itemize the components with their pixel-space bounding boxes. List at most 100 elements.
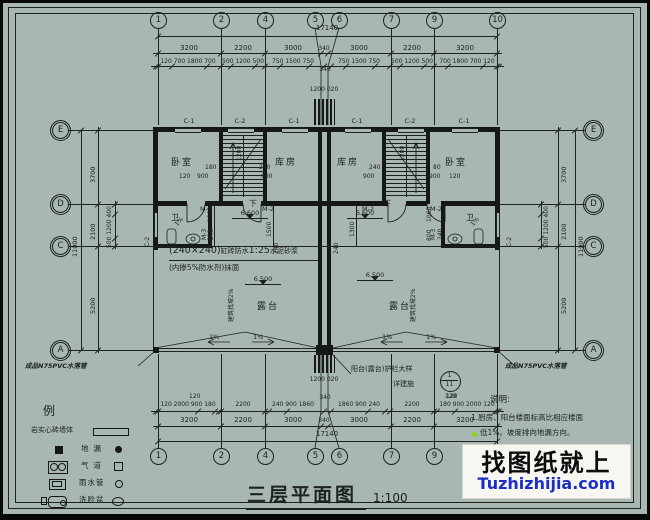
dim-left-3700: 3700 <box>89 166 97 183</box>
interior-wall <box>382 130 386 204</box>
annotation-ratio: 1:25 <box>248 245 270 256</box>
grid-line <box>497 354 498 448</box>
grid-bubble-bottom-9: 9 <box>426 448 443 465</box>
dim-top-sub-4: 340 <box>319 66 331 73</box>
terrace-edge-line <box>153 246 500 247</box>
grid-line <box>500 350 585 351</box>
grid-bubble-right-A: A <box>582 339 605 362</box>
grid-line <box>221 28 222 125</box>
stove-icon <box>49 479 66 490</box>
dim-line <box>151 66 504 67</box>
grid-line <box>265 28 266 125</box>
green-dot <box>472 432 477 437</box>
sink-icon <box>48 461 68 474</box>
grid-line <box>158 354 159 448</box>
slope-1pct-label: 1% <box>426 333 437 341</box>
dim-left-sub: 500 1200 400 <box>106 206 113 248</box>
downspout-label-left: 成品N75PVC水落管 <box>25 362 87 370</box>
interior-wall <box>263 130 267 204</box>
air-duct-icon <box>114 462 123 471</box>
level-marker-6600: 6.600 <box>347 209 383 238</box>
grid-bubble-left-E: E <box>49 119 72 142</box>
dim-bottom-main-3: 3000 <box>284 416 302 424</box>
window-c2 <box>228 128 254 133</box>
drawing-sheet: 1 2 4 5 6 7 9 10 17140 3200 2200 3000 34… <box>3 3 647 514</box>
terrace-slope-label: 建筑找坡2% <box>228 288 235 322</box>
dim-line <box>151 411 504 412</box>
grid-line <box>500 246 585 247</box>
inner-dim-900: 900 <box>197 173 209 180</box>
door-label-m2: M-2 <box>200 205 213 213</box>
grid-line <box>221 354 222 448</box>
grid-line <box>69 246 153 247</box>
parapet-post <box>316 345 333 355</box>
annotation-mortar: (240×240)缸砖防水1:25水泥砂浆 <box>169 245 298 256</box>
dim-line <box>115 201 116 249</box>
exterior-wall-east <box>495 127 500 250</box>
room-label-bedroom-right: 卧室 <box>445 158 468 168</box>
bathroom-wall <box>208 201 212 248</box>
legend-wall-label: 岩实心砖墙体 <box>31 426 73 434</box>
grid-bubble-top-1: 1 <box>150 12 167 29</box>
watermark: 找图纸就上 Tuzhizhijia.com <box>463 445 630 498</box>
dim-bottom-sub-1: 120 2000 900 180 <box>160 401 216 408</box>
dim-left-2100: 2100 <box>89 223 97 240</box>
inner-dim-120: 120 <box>179 173 191 180</box>
inner-dim-240: 240 <box>369 164 381 171</box>
notes-line-2: 低1%。坡度排向地漏方向。 <box>480 428 575 437</box>
dim-bottom-sub-5: 1860 900 240 <box>338 401 380 408</box>
dim-small-120: 120 <box>446 393 458 400</box>
exterior-wall-north <box>153 127 500 132</box>
inner-dim-900: 900 <box>261 173 273 180</box>
dim-center-top: 1200 020 <box>309 86 339 93</box>
interior-wall <box>445 201 500 206</box>
party-wall <box>327 127 331 352</box>
floor-drain-icon <box>115 446 122 453</box>
room-label-storage-right: 库房 <box>337 158 360 168</box>
grid-bubble-bottom-5: 5 <box>307 448 324 465</box>
tub-tap-icon <box>41 497 47 505</box>
grid-line <box>497 28 498 125</box>
sink-bowl-icon <box>58 463 66 471</box>
stair-dim-1200: 1200 <box>399 145 406 161</box>
dim-bottom-main-2: 2200 <box>234 416 252 424</box>
window-label-c2: C-2 <box>404 117 416 125</box>
dim-right-5200: 5200 <box>560 297 568 314</box>
dim-left-total: 11000 <box>71 236 79 257</box>
dim-bottom-main-1: 3200 <box>180 416 198 424</box>
inner-dim-240: 240 <box>333 242 340 254</box>
legend-title: 例 <box>43 404 56 418</box>
window-c1 <box>345 128 371 133</box>
dim-line <box>541 201 542 249</box>
stair-dim-1200: 1200 <box>236 145 243 161</box>
detail-bubble-divider <box>441 380 458 381</box>
inner-dim-1060: 1060 <box>207 206 214 222</box>
dim-line <box>356 206 357 246</box>
annotation-240x240: (240×240) <box>169 245 221 256</box>
dim-line <box>98 127 99 353</box>
inner-dim-1500: 1500 <box>266 221 273 237</box>
dim-right-3700: 3700 <box>560 166 568 183</box>
annotation-underline <box>169 260 319 261</box>
inner-dim-900: 900 <box>363 173 375 180</box>
room-label-terrace-right: 露台 <box>389 302 412 312</box>
dim-bottom-main-6: 2200 <box>403 416 421 424</box>
window-c2 <box>398 128 424 133</box>
grid-bubble-bottom-4: 4 <box>257 448 274 465</box>
dim-bottom-sub-4: 340 <box>319 394 331 401</box>
railing-detail-label: 阳台(露台)护栏大样 <box>351 365 413 373</box>
grid-line <box>265 354 266 448</box>
dim-bottom-sub-2: 2200 <box>235 401 251 408</box>
parapet-post <box>153 347 159 353</box>
grid-bubble-top-4: 4 <box>257 12 274 29</box>
title-underline <box>246 508 366 510</box>
dim-bottom-sub-7: 180 900 2000 120 <box>439 401 495 408</box>
bathroom-wall <box>441 201 445 248</box>
drawing-title: 三层平面图 <box>247 484 358 506</box>
grid-line <box>158 28 159 125</box>
inner-dim-80: 80 <box>433 164 441 171</box>
grid-bubble-top-2: 2 <box>213 12 230 29</box>
detail-dim-120: 120 <box>445 393 457 400</box>
rain-pipe-icon <box>115 480 123 488</box>
grid-line <box>500 204 585 205</box>
